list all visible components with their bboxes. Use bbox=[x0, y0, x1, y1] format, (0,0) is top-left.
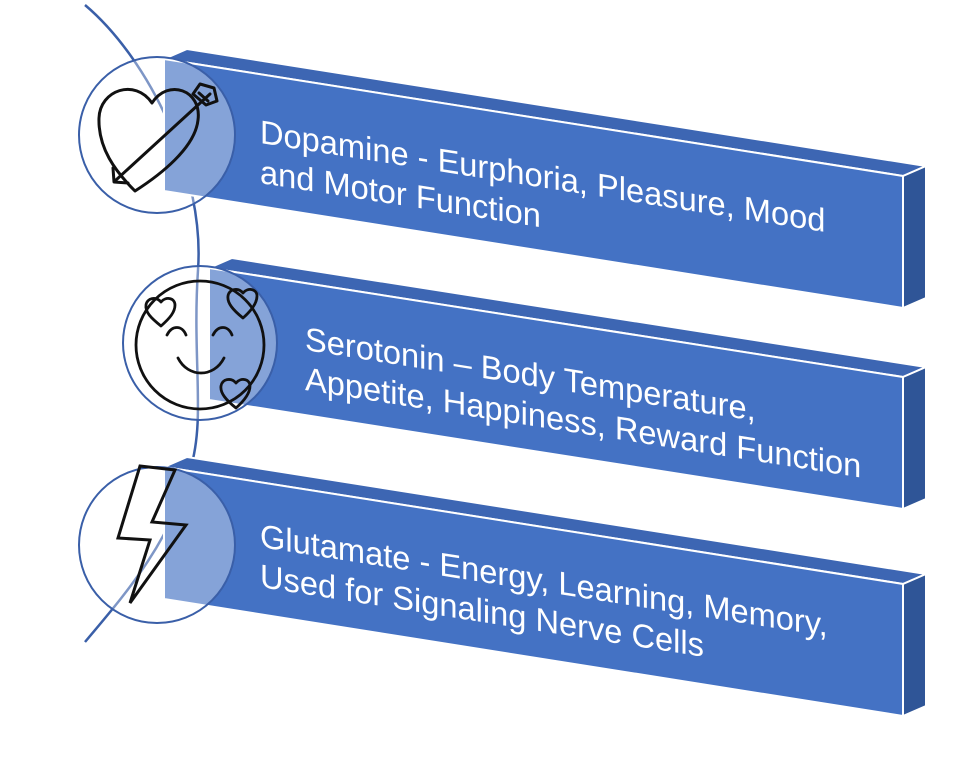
glutamate-icon-circle bbox=[78, 464, 236, 624]
serotonin-icon-circle bbox=[122, 265, 278, 421]
icon-circle bbox=[78, 466, 236, 624]
icon-circle bbox=[78, 56, 236, 214]
connector-line bbox=[84, 4, 200, 643]
block-front-face bbox=[163, 57, 904, 310]
dopamine-icon-circle bbox=[78, 56, 236, 214]
glutamate-block: Glutamate - Energy, Learning, Memory, Us… bbox=[160, 455, 930, 718]
lightning-bolt-icon bbox=[116, 464, 189, 604]
block-side-face bbox=[902, 572, 927, 718]
serotonin-block: Serotonin – Body Temperature, Appetite, … bbox=[205, 256, 930, 511]
block-front-face bbox=[208, 266, 904, 511]
block-side-face bbox=[902, 365, 927, 511]
heart-arrow-icon bbox=[97, 82, 219, 193]
block-side-face bbox=[902, 164, 927, 310]
smiling-face-with-hearts-icon bbox=[134, 279, 266, 411]
